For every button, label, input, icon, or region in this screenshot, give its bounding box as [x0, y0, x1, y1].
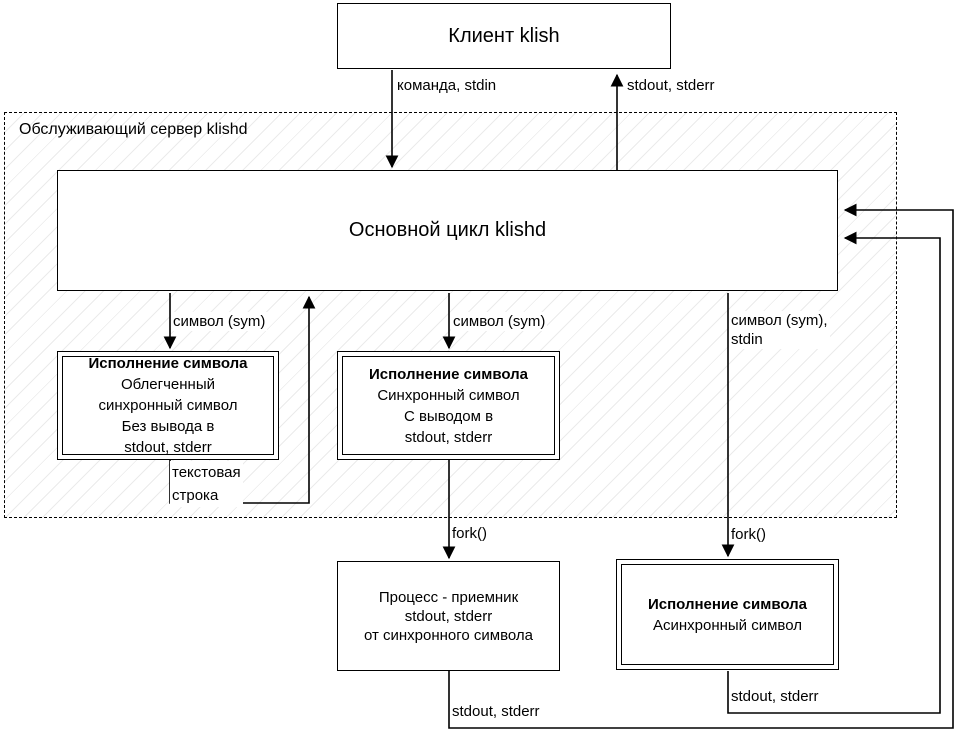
receiver-process-line: Процесс - приемник — [378, 588, 519, 606]
label-fork-mid: fork() — [450, 524, 489, 543]
sync-exec-line: stdout, stderr — [404, 428, 493, 446]
receiver-process-line: от синхронного символа — [363, 626, 534, 644]
label-sym-right-line1: символ (sym), — [731, 312, 828, 329]
sync-exec-node: Исполнение символа Синхронный символ С в… — [337, 351, 560, 460]
light-sync-exec-line: Без вывода в — [121, 418, 215, 435]
label-command-stdin: команда, stdin — [395, 76, 499, 95]
light-sync-exec-inner: Исполнение символа Облегченный синхронны… — [62, 355, 274, 456]
sync-exec-inner: Исполнение символа Синхронный символ С в… — [342, 356, 555, 455]
client-klish-title: Клиент klish — [448, 24, 560, 47]
label-sym-mid: символ (sym) — [451, 312, 548, 331]
label-text-string: текстовая строка — [170, 461, 243, 507]
sync-exec-title: Исполнение символа — [368, 365, 529, 383]
light-sync-exec-line: stdout, stderr — [124, 439, 212, 456]
label-stdout-stderr-to-client: stdout, stderr — [625, 76, 717, 95]
sync-exec-line: С выводом в — [403, 407, 494, 425]
main-loop-title: Основной цикл klishd — [348, 219, 547, 241]
label-sym-right: символ (sym), stdin — [729, 311, 830, 349]
receiver-process-line: stdout, stderr — [404, 607, 493, 625]
light-sync-exec-title: Исполнение символа — [88, 355, 248, 372]
label-text-string-line2: строка — [172, 487, 219, 504]
light-sync-exec-node: Исполнение символа Облегченный синхронны… — [57, 351, 279, 460]
light-sync-exec-line: Облегченный — [120, 376, 216, 393]
label-sym-left: символ (sym) — [171, 312, 268, 331]
label-sym-right-line2: stdin — [731, 331, 763, 348]
label-text-string-line1: текстовая — [172, 464, 241, 481]
label-stdout-stderr-async: stdout, stderr — [729, 687, 821, 706]
label-stdout-stderr-receiver: stdout, stderr — [450, 702, 542, 721]
async-exec-title: Исполнение символа — [647, 595, 808, 613]
light-sync-exec-line: синхронный символ — [98, 397, 238, 414]
sync-exec-line: Синхронный символ — [377, 386, 520, 404]
async-exec-inner: Исполнение символа Асинхронный символ — [621, 564, 834, 665]
server-container-label: Обслуживающий сервер klishd — [19, 121, 248, 138]
async-exec-line: Асинхронный символ — [652, 616, 802, 634]
client-klish-node: Клиент klish — [337, 3, 671, 69]
main-loop-node: Основной цикл klishd — [57, 170, 838, 291]
label-fork-right: fork() — [729, 525, 768, 544]
receiver-process-node: Процесс - приемник stdout, stderr от син… — [337, 561, 560, 671]
async-exec-node: Исполнение символа Асинхронный символ — [616, 559, 839, 670]
